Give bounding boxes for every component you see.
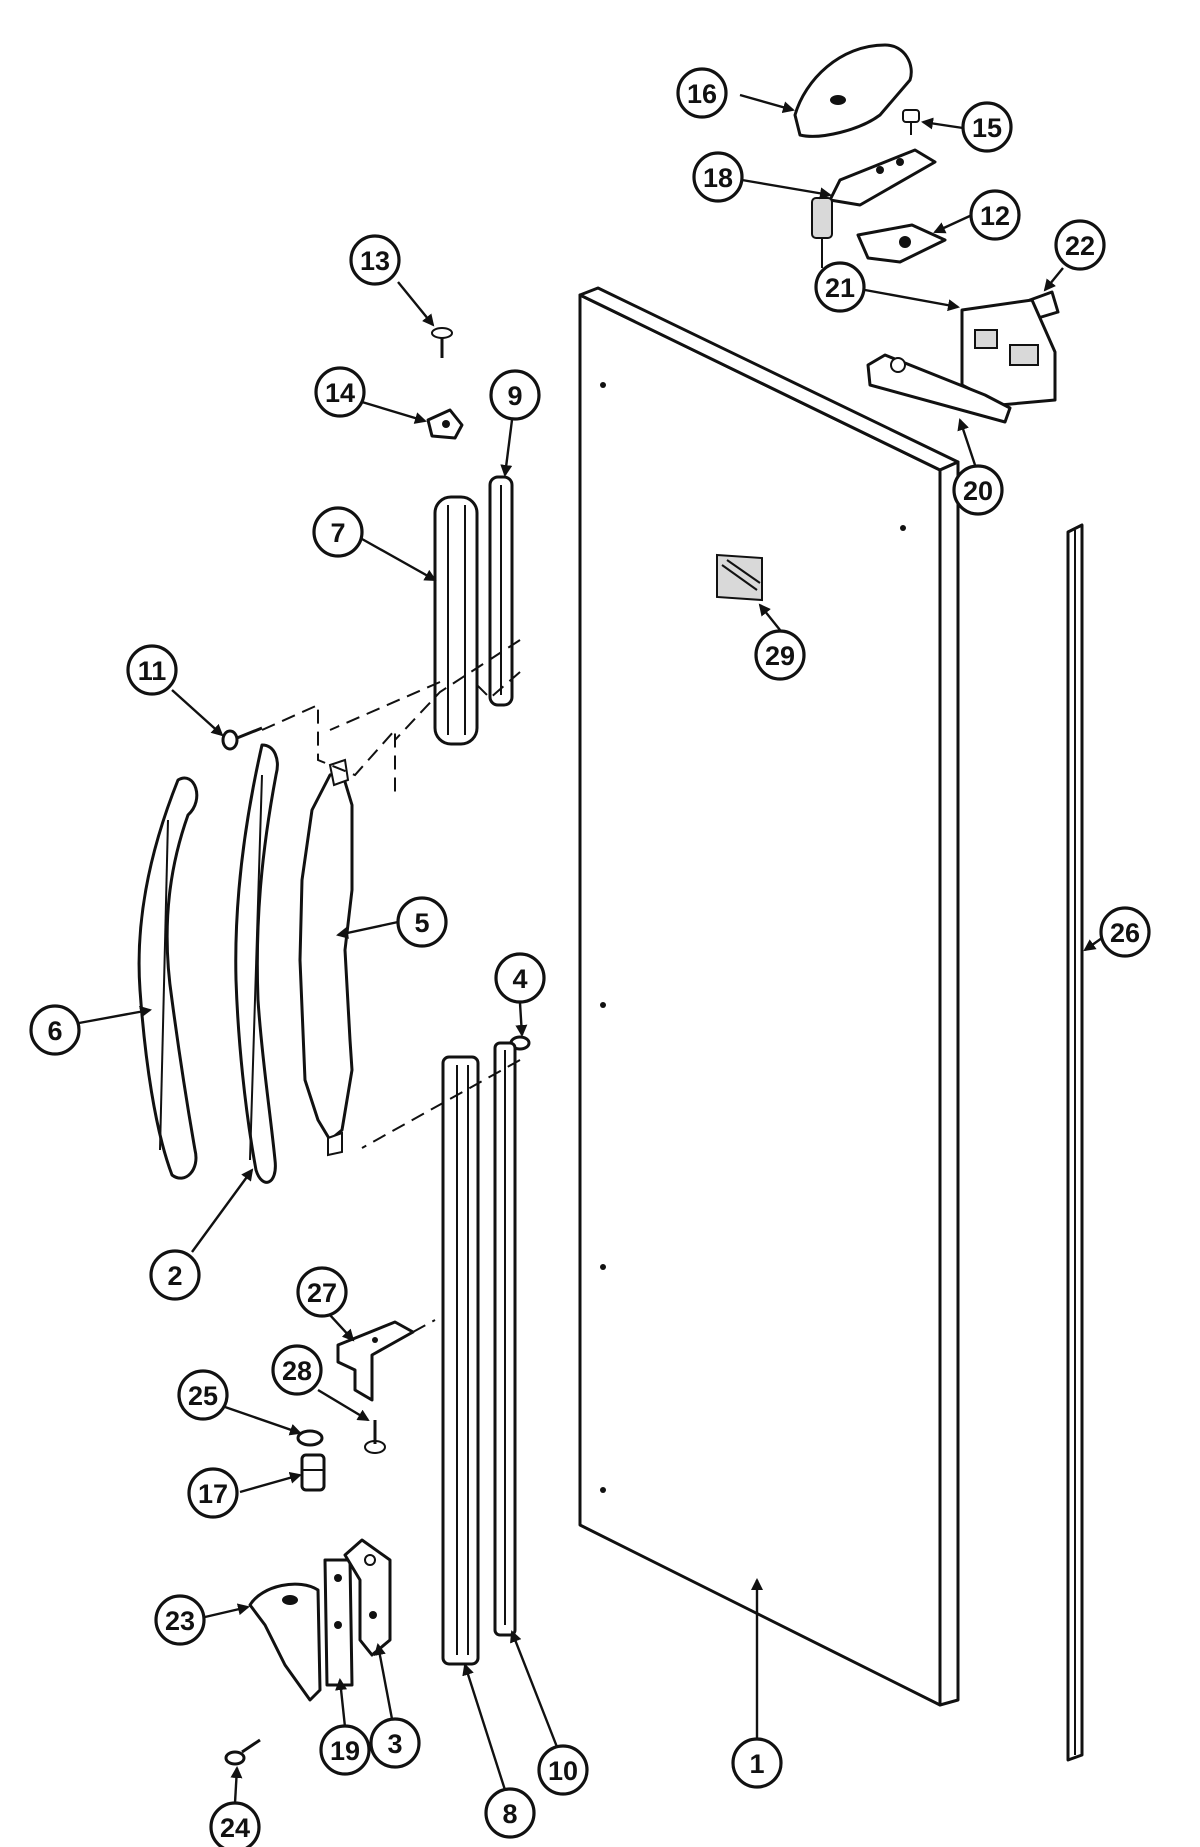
part-label-plate xyxy=(716,553,763,602)
callout-25: 25 xyxy=(177,1369,229,1421)
svg-text:28: 28 xyxy=(282,1356,312,1386)
part-top-hinge xyxy=(811,148,937,268)
leader-lines xyxy=(78,93,1103,1804)
svg-text:6: 6 xyxy=(47,1016,62,1046)
svg-text:19: 19 xyxy=(330,1736,360,1766)
part-nut xyxy=(426,408,464,440)
svg-text:7: 7 xyxy=(330,518,345,548)
part-screw-24 xyxy=(224,1738,261,1766)
callout-11: 11 xyxy=(126,644,178,696)
part-channel-9 xyxy=(488,475,514,707)
svg-text:13: 13 xyxy=(360,246,390,276)
callout-28: 28 xyxy=(271,1344,323,1396)
part-hinge-cover xyxy=(793,43,913,138)
part-handle-bracket xyxy=(298,758,354,1157)
callout-19: 19 xyxy=(319,1724,371,1776)
callout-21: 21 xyxy=(814,261,866,313)
part-long-strip xyxy=(493,1041,517,1637)
callout-3: 3 xyxy=(369,1717,421,1769)
svg-text:3: 3 xyxy=(387,1729,402,1759)
svg-text:10: 10 xyxy=(548,1756,578,1786)
callout-1: 1 xyxy=(731,1737,783,1789)
part-shim-plate xyxy=(323,1558,354,1687)
callout-17: 17 xyxy=(187,1467,239,1519)
svg-text:4: 4 xyxy=(512,964,527,994)
callout-8: 8 xyxy=(484,1787,536,1839)
svg-text:15: 15 xyxy=(972,113,1002,143)
callout-12: 12 xyxy=(969,189,1021,241)
svg-text:9: 9 xyxy=(507,381,522,411)
svg-text:17: 17 xyxy=(198,1479,228,1509)
callouts: 1 2 3 4 5 6 7 8 9 10 11 12 13 14 15 16 1… xyxy=(29,67,1151,1847)
alignment-lines xyxy=(261,639,521,1333)
part-hinge-shim xyxy=(856,223,947,264)
callout-29: 29 xyxy=(754,629,806,681)
svg-text:18: 18 xyxy=(703,163,733,193)
svg-text:23: 23 xyxy=(165,1606,195,1636)
svg-text:24: 24 xyxy=(220,1813,250,1843)
part-door-panel xyxy=(578,286,960,1707)
svg-text:21: 21 xyxy=(825,273,855,303)
callout-16: 16 xyxy=(676,67,728,119)
part-handle-insert xyxy=(234,743,279,1184)
svg-text:2: 2 xyxy=(167,1261,182,1291)
callout-14: 14 xyxy=(314,366,366,418)
callout-23: 23 xyxy=(154,1594,206,1646)
part-washer xyxy=(296,1429,324,1447)
callout-2: 2 xyxy=(149,1249,201,1301)
part-bracket-27 xyxy=(336,1320,415,1402)
callout-15: 15 xyxy=(961,101,1013,153)
callout-24: 24 xyxy=(209,1801,261,1847)
part-hinge-screw xyxy=(902,109,920,135)
part-bottom-hinge xyxy=(248,1582,322,1702)
svg-text:25: 25 xyxy=(188,1381,218,1411)
svg-text:16: 16 xyxy=(687,79,717,109)
part-screw-13 xyxy=(431,327,453,358)
svg-text:11: 11 xyxy=(138,656,167,686)
callout-6: 6 xyxy=(29,1004,81,1056)
svg-text:8: 8 xyxy=(502,1799,517,1829)
svg-text:5: 5 xyxy=(414,908,429,938)
part-hinge-pin xyxy=(300,1453,326,1492)
part-handle xyxy=(137,776,199,1180)
svg-text:26: 26 xyxy=(1110,918,1140,948)
callout-13: 13 xyxy=(349,234,401,286)
callout-22: 22 xyxy=(1054,219,1106,271)
svg-text:1: 1 xyxy=(749,1749,764,1779)
callout-4: 4 xyxy=(494,952,546,1004)
svg-text:22: 22 xyxy=(1065,231,1095,261)
svg-text:14: 14 xyxy=(325,378,355,408)
part-screw-28 xyxy=(364,1420,386,1454)
callout-10: 10 xyxy=(537,1744,589,1796)
part-cam xyxy=(866,353,1012,424)
svg-text:12: 12 xyxy=(980,201,1010,231)
svg-text:29: 29 xyxy=(765,641,795,671)
svg-text:20: 20 xyxy=(963,476,993,506)
callout-26: 26 xyxy=(1099,906,1151,958)
part-trim-7 xyxy=(433,495,479,746)
svg-text:27: 27 xyxy=(307,1278,337,1308)
callout-20: 20 xyxy=(952,464,1004,516)
part-screw-11 xyxy=(221,726,263,751)
callout-9: 9 xyxy=(489,369,541,421)
part-gasket xyxy=(1066,523,1084,1762)
callout-7: 7 xyxy=(312,506,364,558)
callout-18: 18 xyxy=(692,151,744,203)
callout-5: 5 xyxy=(396,896,448,948)
callout-27: 27 xyxy=(296,1266,348,1318)
part-long-channel xyxy=(441,1055,480,1666)
